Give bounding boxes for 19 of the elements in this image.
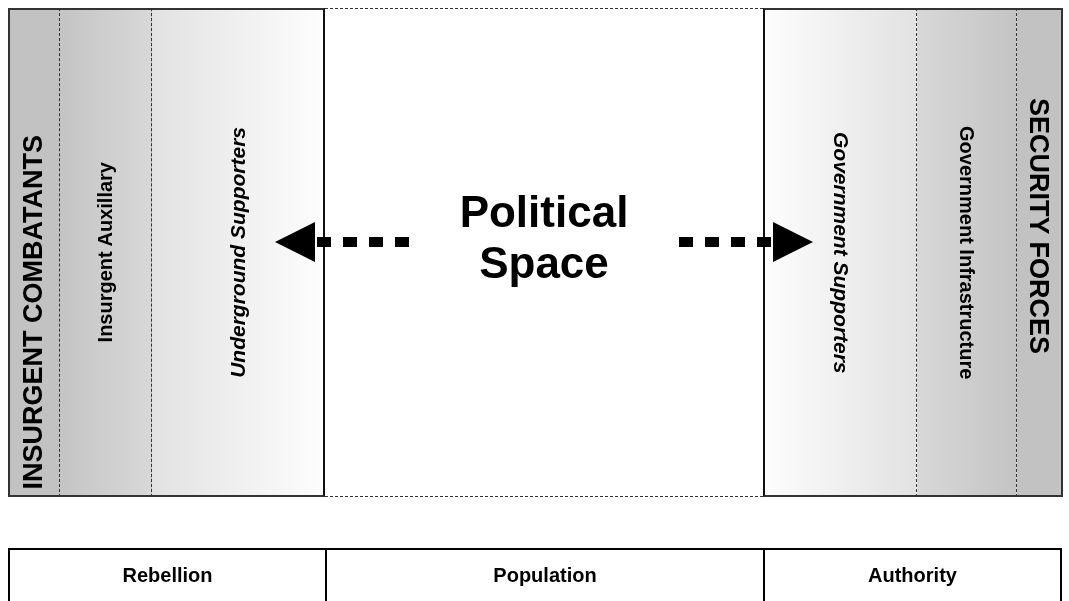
band-label: SECURITY FORCES [1023, 98, 1054, 355]
band-label: Government Infrastructure [955, 125, 978, 380]
band-panel [763, 8, 917, 497]
band-label: Insurgent Auxillary [94, 162, 117, 343]
table-cell: Authority [763, 548, 1062, 601]
band-label: Underground Supporters [225, 127, 250, 378]
band-panel [8, 8, 60, 497]
band-panel [1017, 8, 1063, 497]
band-panel [917, 8, 1017, 497]
arrow [679, 222, 813, 262]
arrow [275, 222, 409, 262]
band-panel [60, 8, 152, 497]
table-cell: Population [325, 548, 763, 601]
table-cell: Rebellion [8, 548, 325, 601]
band-panel [152, 8, 325, 497]
band-label: Government Supporters [828, 131, 853, 374]
band-label: INSURGENT COMBATANTS [18, 134, 49, 489]
title-text: Political Space [458, 186, 630, 289]
space-panel [325, 8, 763, 497]
